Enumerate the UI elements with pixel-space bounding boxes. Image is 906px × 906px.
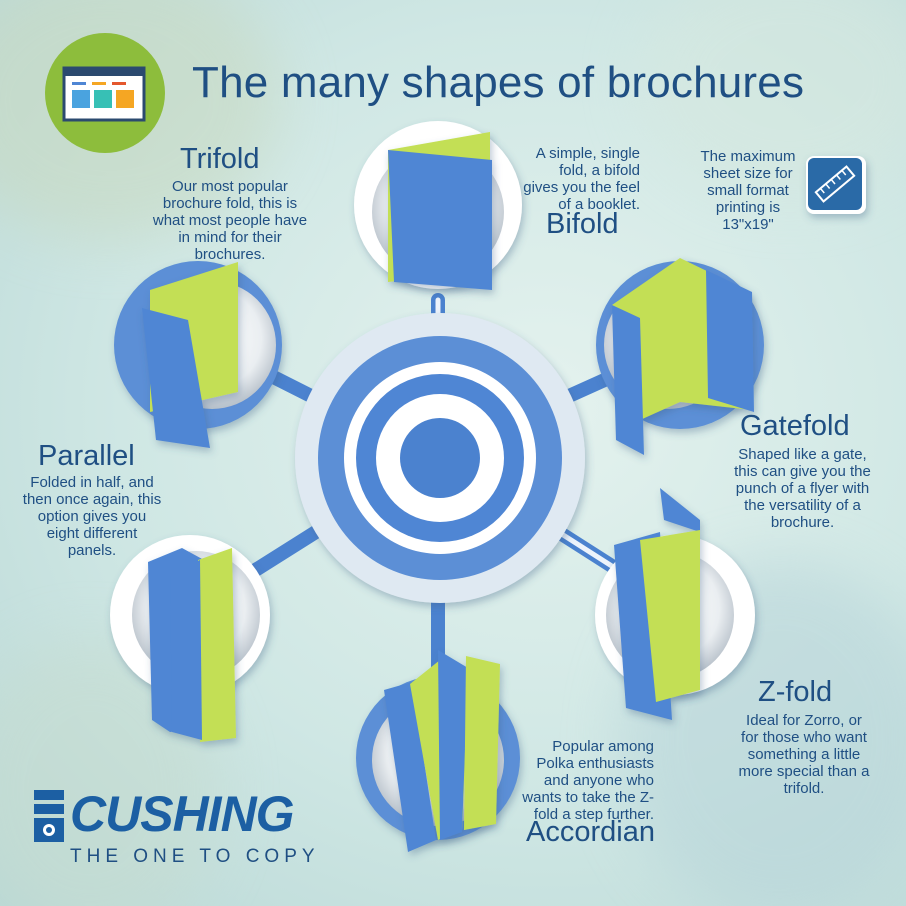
- accordian-heading: Accordian: [526, 816, 655, 848]
- gatefold-brochure-illustration: [612, 258, 754, 455]
- gatefold-description: Shaped like a gate, this can give you th…: [734, 446, 871, 531]
- max-sheet-note: The maximum sheet size for small format …: [700, 148, 796, 233]
- zfold-heading: Z-fold: [758, 676, 833, 708]
- parallel-heading: Parallel: [38, 440, 135, 472]
- gatefold-heading: Gatefold: [740, 410, 850, 442]
- copier-icon: [34, 790, 64, 842]
- central-hub: [295, 313, 585, 603]
- trifold-heading: Trifold: [180, 143, 260, 175]
- parallel-description: Folded in half, and then once again, thi…: [22, 474, 162, 559]
- zfold-brochure-illustration: [614, 488, 700, 720]
- bifold-description: A simple, single fold, a bifold gives yo…: [523, 145, 640, 213]
- brand-logo-wordmark: CUSHING: [70, 786, 295, 842]
- ruler-icon: [806, 156, 866, 214]
- page-title: The many shapes of brochures: [192, 58, 805, 107]
- zfold-description: Ideal for Zorro, or for those who want s…: [738, 712, 870, 797]
- bifold-brochure-illustration: [388, 132, 492, 290]
- accordian-brochure-illustration: [384, 650, 500, 852]
- trifold-description: Our most popular brochure fold, this is …: [152, 178, 308, 263]
- trifold-brochure-illustration: [142, 262, 238, 448]
- brand-tagline: THE ONE TO COPY: [70, 846, 320, 867]
- brochure-layout-icon: [45, 33, 165, 153]
- accordian-description: Popular among Polka enthusiasts and anyo…: [522, 738, 654, 823]
- bifold-heading: Bifold: [546, 208, 619, 240]
- parallel-brochure-illustration: [148, 548, 236, 742]
